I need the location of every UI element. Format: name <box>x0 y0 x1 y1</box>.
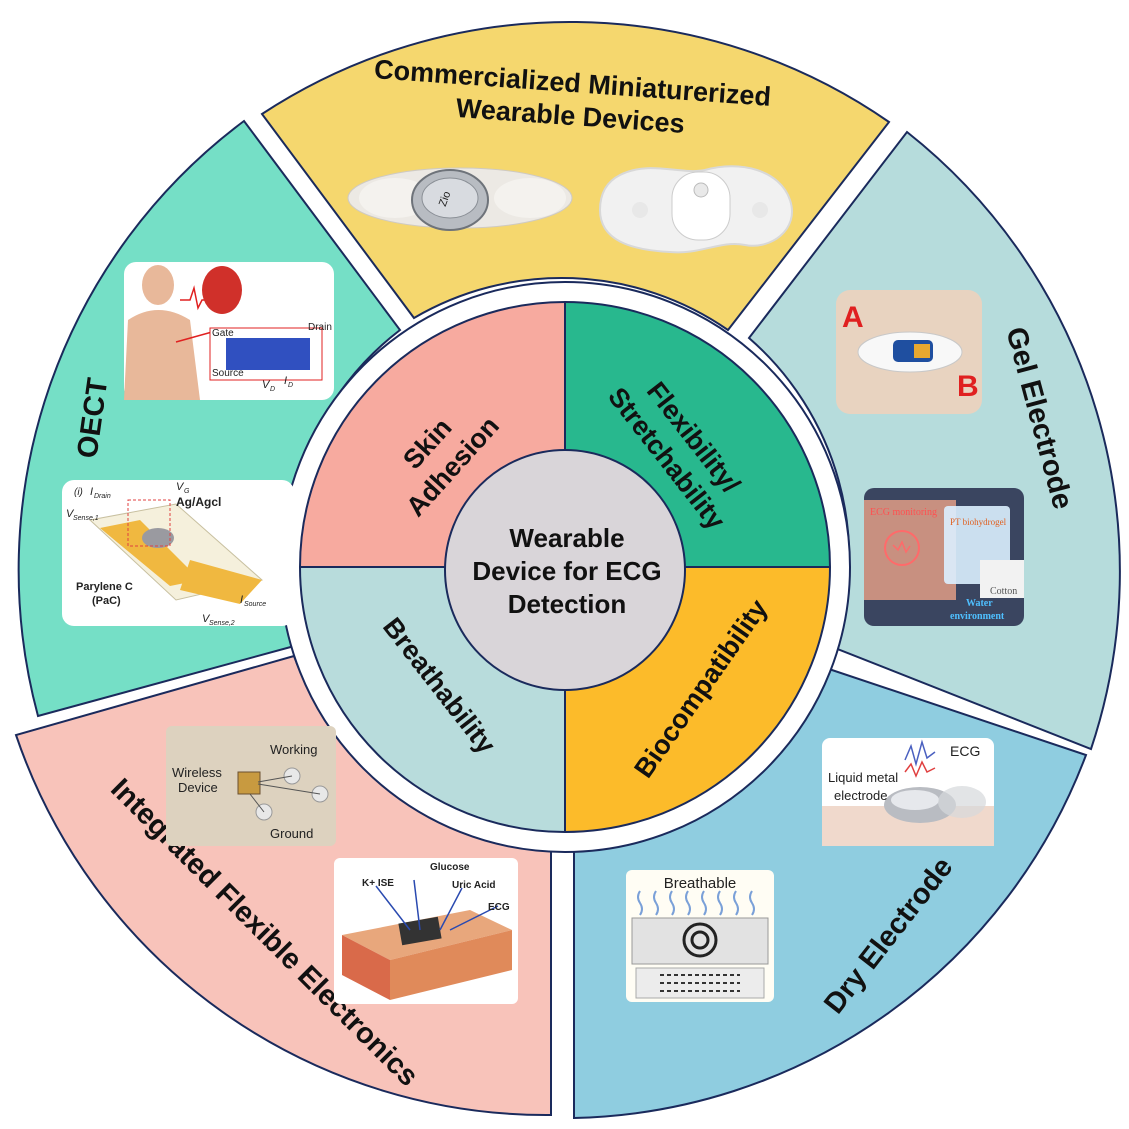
int-ground: Ground <box>270 826 313 841</box>
segment-commercialized <box>260 21 891 332</box>
gel-ecg-monitoring: ECG monitoring <box>870 507 937 518</box>
center-title-line1: Wearable <box>509 523 624 553</box>
oect-id-sub: D <box>288 382 293 389</box>
dry-liquid-metal: Liquid metal <box>828 770 898 785</box>
oect-b-isource-sub: Source <box>244 601 266 608</box>
oect-b-vsense1: V <box>66 508 75 520</box>
oect-b-parylene: Parylene C <box>76 581 133 593</box>
gel-environment: environment <box>950 611 1005 622</box>
gel-image-a: A B <box>836 290 982 414</box>
gel-cotton: Cotton <box>990 586 1017 597</box>
oect-b-idrain-sub: Drain <box>94 493 111 500</box>
int-glucose: Glucose <box>430 862 470 873</box>
center-title-line2: Device for ECG <box>472 556 661 586</box>
gel-label-a: A <box>842 301 864 334</box>
gel-label-b: B <box>957 370 979 403</box>
dry-ecg: ECG <box>950 743 980 759</box>
gel-image-b: ECG monitoring PT biohydrogel Cotton Wat… <box>864 488 1024 626</box>
oect-drain: Drain <box>308 322 332 333</box>
integrated-image-b: Glucose K+ ISE Uric Acid ECG <box>334 858 518 1004</box>
segment-gel-electrode <box>747 130 1121 751</box>
int-device: Device <box>178 780 218 795</box>
oect-image-b: (i) I Drain V G Ag/Agcl V Sense,1 Paryle… <box>62 480 294 627</box>
gel-pt-biohydrogel: PT biohydrogel <box>950 517 1007 527</box>
int-ecg: ECG <box>488 902 510 913</box>
oect-b-vsense1-sub: Sense,1 <box>73 515 99 522</box>
dry-image-b: Breathable <box>626 870 774 1002</box>
oect-b-pac: (PaC) <box>92 595 121 607</box>
int-working: Working <box>270 742 317 757</box>
int-kise: K+ ISE <box>362 878 394 889</box>
center-circle <box>444 449 686 691</box>
oect-b-i: (i) <box>74 487 83 498</box>
oect-b-agcl: Ag/Agcl <box>176 495 221 509</box>
center-title-line3: Detection <box>508 589 626 619</box>
int-uric-acid: Uric Acid <box>452 880 496 891</box>
dry-electrode-text: electrode <box>834 788 887 803</box>
oect-gate: Gate <box>212 328 234 339</box>
oect-b-isource: I <box>240 594 243 606</box>
oect-vd: V <box>262 379 271 391</box>
ecg-patch-image <box>598 165 793 254</box>
zio-logo: Zio <box>437 190 454 208</box>
dry-breathable: Breathable <box>664 875 737 892</box>
oect-vd-sub: D <box>270 386 275 393</box>
oect-id: I <box>284 375 287 387</box>
oect-b-vsense2: V <box>202 613 211 625</box>
oect-b-vg: V <box>176 481 185 493</box>
oect-b-vg-sub: G <box>184 488 190 495</box>
gel-water: Water <box>966 598 993 609</box>
int-wireless: Wireless <box>172 765 222 780</box>
zio-patch-image: Zio <box>347 167 573 231</box>
integrated-image-a: Wireless Device Working Ground <box>166 726 336 846</box>
oect-source: Source <box>212 368 244 379</box>
oect-b-idrain: I <box>90 486 93 498</box>
dry-image-a: ECG Liquid metal electrode <box>822 738 994 846</box>
oect-image-a: Gate Drain Source V D I D <box>124 262 334 400</box>
oect-b-vsense2-sub: Sense,2 <box>209 620 235 627</box>
